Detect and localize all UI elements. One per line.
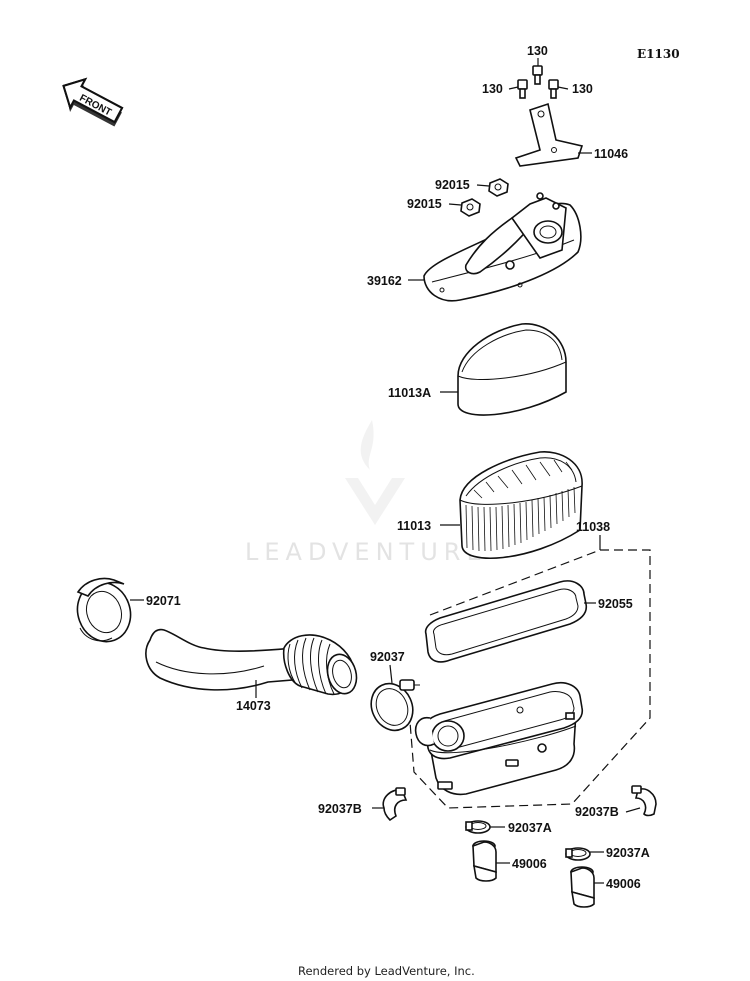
bracket-11046-icon: [514, 102, 584, 167]
clamp-92037a-right-icon: [565, 847, 591, 861]
watermark-logo: [345, 420, 405, 525]
clamp-92037b-right-icon: [631, 785, 657, 817]
label-filter-element: 11013: [397, 519, 431, 533]
bolt-130-left-icon: [517, 79, 528, 99]
drain-49006-left-icon: [472, 840, 497, 882]
label-nut-upper: 92015: [435, 178, 470, 192]
label-bracket: 11046: [594, 147, 628, 161]
clamp-92037-icon: [370, 679, 420, 732]
filter-element-11013-icon: [459, 451, 583, 559]
gasket-92055-icon: [424, 580, 588, 663]
label-cover: 39162: [367, 274, 402, 288]
cover-39162-icon: [423, 192, 582, 302]
label-clamp-a-left: 92037A: [508, 821, 552, 835]
bolt-130-right-icon: [548, 79, 559, 99]
label-nut-lower: 92015: [407, 197, 442, 211]
label-clamp-b-left: 92037B: [318, 802, 362, 816]
label-bolt-130-left: 130: [482, 82, 503, 96]
label-drain-left: 49006: [512, 857, 547, 871]
air-box-case-icon: [414, 681, 584, 796]
footer-credit: Rendered by LeadVenture, Inc.: [298, 964, 475, 978]
label-clamp-b-right: 92037B: [575, 805, 619, 819]
duct-14073-icon: [145, 628, 358, 696]
nut-92015-upper-icon: [488, 178, 509, 197]
case-assy-boundary: [409, 549, 651, 809]
diagram-code: E1130: [637, 47, 680, 61]
label-drain-right: 49006: [606, 877, 641, 891]
label-case-assy: 11038: [576, 520, 610, 534]
label-foam-element: 11013A: [388, 386, 431, 400]
bolt-130-top-icon: [532, 65, 543, 85]
nut-92015-lower-icon: [460, 198, 481, 217]
label-bolt-130-right: 130: [572, 82, 593, 96]
label-gasket: 92055: [598, 597, 633, 611]
label-duct: 14073: [236, 699, 271, 713]
front-arrow-icon: FRONT: [62, 77, 124, 127]
label-grommet: 92071: [146, 594, 181, 608]
drain-49006-right-icon: [570, 866, 595, 908]
clamp-92037b-left-icon: [382, 787, 408, 822]
label-clamp-a-right: 92037A: [606, 846, 650, 860]
watermark-text: LEADVENTURE: [245, 538, 488, 566]
foam-element-11013a-icon: [457, 323, 567, 416]
grommet-92071-icon: [76, 577, 132, 643]
clamp-92037a-left-icon: [465, 820, 491, 834]
label-clamp: 92037: [370, 650, 405, 664]
label-bolt-130-top: 130: [527, 44, 548, 58]
